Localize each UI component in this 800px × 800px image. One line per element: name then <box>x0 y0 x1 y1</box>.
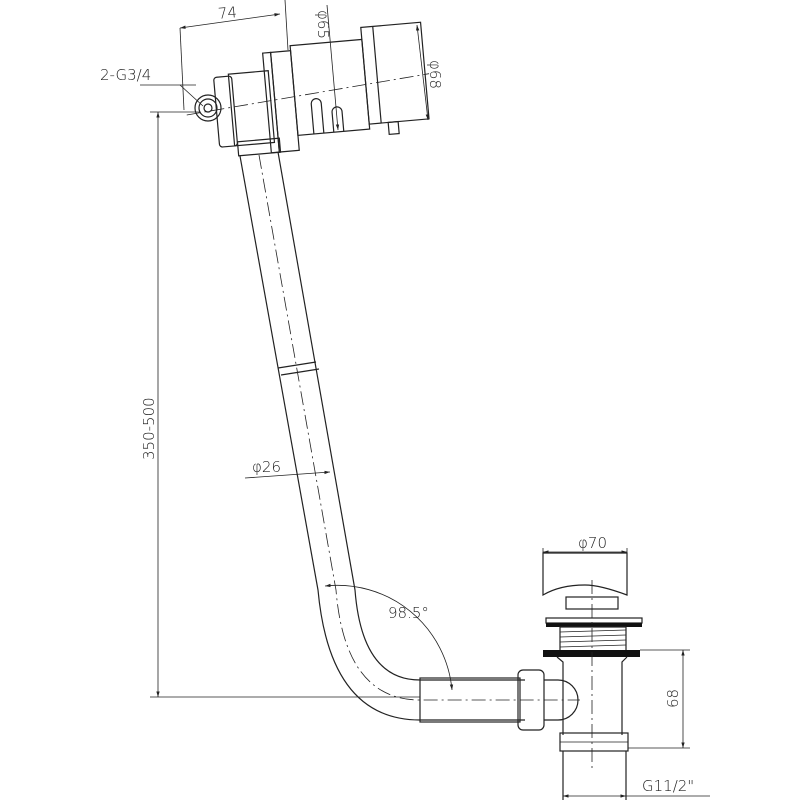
dimension-lines <box>140 0 710 798</box>
label-overflow-cap-dia: φ68 <box>426 60 444 89</box>
label-inlet-thread: 2-G3/4 <box>100 66 151 84</box>
label-outlet-thread: G11/2" <box>642 777 694 795</box>
label-pipe-dia: φ26 <box>252 458 281 476</box>
label-overflow-depth: 74 <box>217 3 238 23</box>
label-overflow-body-dia: φ65 <box>314 10 332 39</box>
overflow-unit <box>186 21 430 154</box>
click-clack-waste <box>542 552 643 800</box>
dimension-labels: 74 φ65 φ68 2-G3/4 350-500 φ26 98.5° φ70 … <box>100 3 694 795</box>
label-waste-height: 68 <box>664 689 682 708</box>
label-waste-cap-dia: φ70 <box>578 534 607 552</box>
label-bend-angle: 98.5° <box>388 604 429 622</box>
overflow-pipe <box>236 137 580 731</box>
label-height-range: 350-500 <box>140 397 158 460</box>
thread-lines <box>559 629 627 648</box>
inlet-connector <box>194 94 222 122</box>
